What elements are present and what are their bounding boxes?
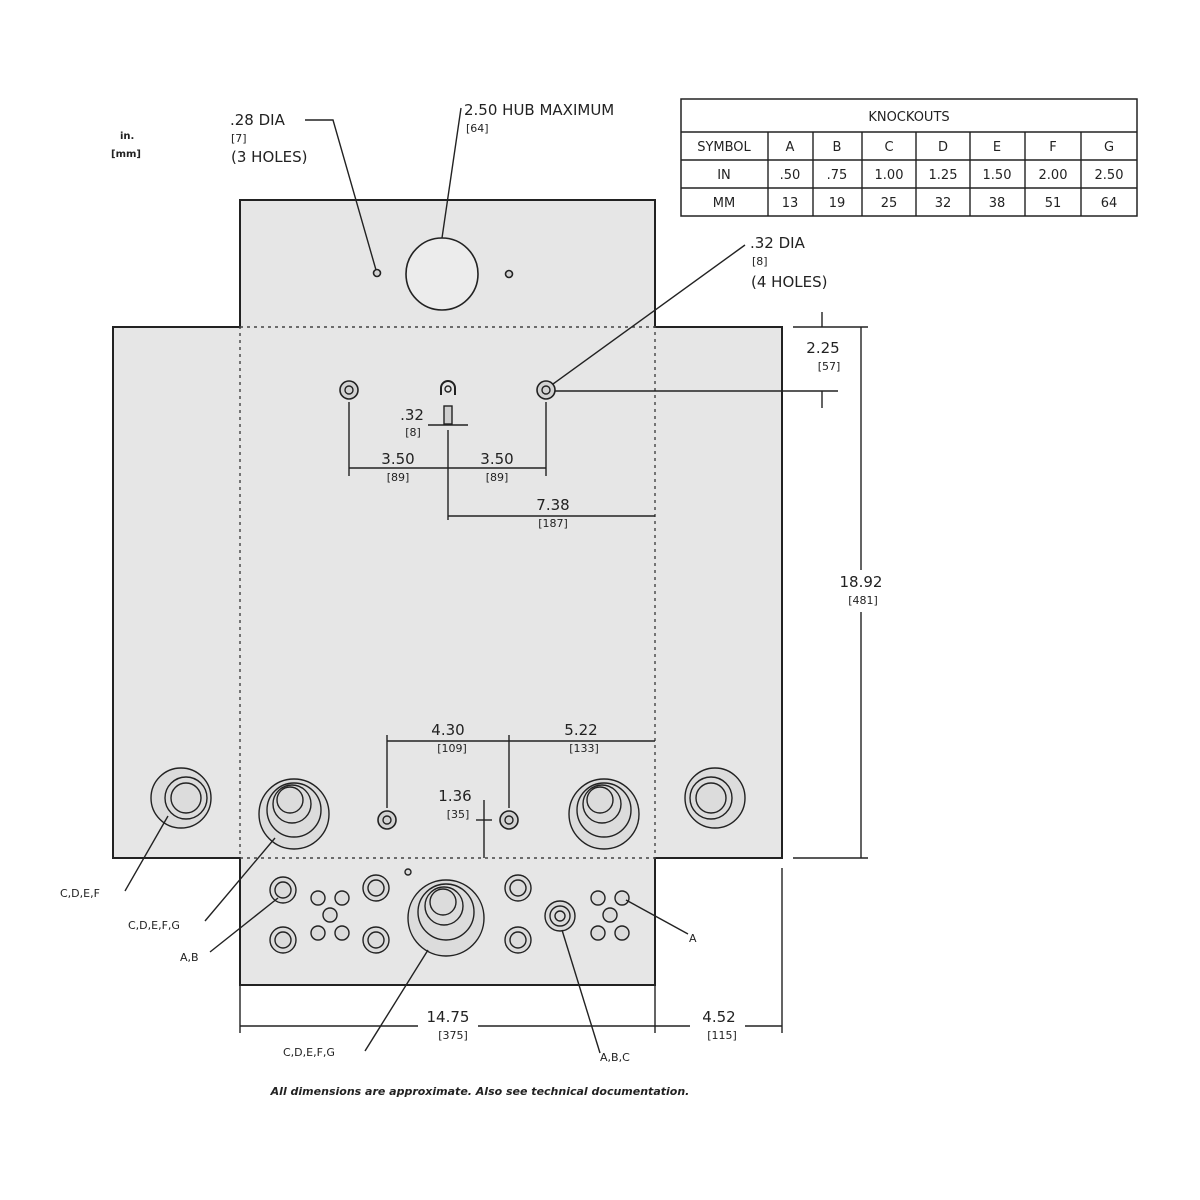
knockout-side-left (150, 767, 212, 829)
svg-text:[133]: [133] (569, 742, 599, 755)
callout-dia-28-qty: (3 HOLES) (231, 148, 307, 166)
knockouts-table: KNOCKOUTS SYMBOL IN MM A B C D E F G .50… (680, 98, 1138, 217)
svg-text:3.50: 3.50 (480, 450, 513, 468)
table-mm-value: 64 (1101, 196, 1118, 211)
table-in-value: 2.00 (1039, 168, 1068, 183)
svg-text:4.52: 4.52 (702, 1008, 735, 1026)
table-in-value: .50 (780, 168, 801, 183)
svg-text:5.22: 5.22 (564, 721, 597, 739)
table-symbol: D (938, 140, 948, 155)
knockouts-table-mm-label: MM (713, 196, 735, 211)
svg-text:18.92: 18.92 (840, 573, 883, 591)
label-back-left-knockouts: C,D,E,F,G (128, 919, 180, 932)
svg-text:4.30: 4.30 (431, 721, 464, 739)
table-mm-value: 25 (881, 196, 898, 211)
mounting-hole-top-left (372, 268, 382, 278)
dim-bottom-up: 1.36 [35] (438, 787, 471, 821)
table-symbol: B (833, 140, 842, 155)
callout-dia-32-mm: [8] (752, 255, 768, 268)
knockout-bottom-center (407, 879, 485, 957)
dim-width: 14.75 [375] (427, 1008, 470, 1042)
table-symbol: E (993, 140, 1001, 155)
svg-text:[481]: [481] (848, 594, 878, 607)
table-symbol: A (786, 140, 795, 155)
mounting-hole-bottom-left (377, 810, 397, 830)
svg-text:[115]: [115] (707, 1029, 737, 1042)
svg-text:[89]: [89] (387, 471, 410, 484)
svg-text:7.38: 7.38 (536, 496, 569, 514)
svg-text:.32: .32 (400, 406, 424, 424)
label-side-left-knockouts: C,D,E,F (60, 887, 100, 900)
svg-text:[57]: [57] (818, 360, 841, 373)
svg-text:1.36: 1.36 (438, 787, 471, 805)
units-mm-label: [mm] (111, 149, 141, 160)
knockouts-table-title: KNOCKOUTS (868, 110, 949, 125)
table-mm-value: 13 (782, 196, 799, 211)
knockout-bottom-abc (544, 900, 576, 932)
callout-dia-28: .28 DIA (230, 111, 286, 129)
svg-text:[35]: [35] (447, 808, 470, 821)
knockout-bottom-small-group (269, 868, 630, 954)
table-symbol: F (1049, 140, 1056, 155)
svg-text:[89]: [89] (486, 471, 509, 484)
callout-dia-28-mm: [7] (231, 132, 247, 145)
mounting-hole-top-right (504, 269, 514, 279)
svg-text:2.25: 2.25 (806, 339, 839, 357)
enclosure-panel (112, 199, 783, 986)
knockouts-table-in-label: IN (717, 168, 731, 183)
table-in-value: 2.50 (1095, 168, 1124, 183)
mounting-hole-left (339, 380, 359, 400)
dim-to-edge: 7.38 [187] (536, 496, 569, 530)
dim-bottom-right: 5.22 [133] (564, 721, 599, 755)
label-center-knockout: C,D,E,F,G (283, 1046, 335, 1059)
mounting-hole-right (536, 380, 556, 400)
svg-text:3.50: 3.50 (381, 450, 414, 468)
svg-text:14.75: 14.75 (427, 1008, 470, 1026)
callout-dia-32: .32 DIA (750, 234, 806, 252)
table-mm-value: 19 (829, 196, 846, 211)
table-mm-value: 51 (1045, 196, 1062, 211)
table-in-value: 1.25 (929, 168, 958, 183)
units-inch-label: in. (120, 131, 134, 142)
svg-text:[109]: [109] (437, 742, 467, 755)
table-symbol: C (884, 140, 893, 155)
knockout-back-left (258, 778, 330, 850)
table-in-value: 1.50 (983, 168, 1012, 183)
svg-text:[8]: [8] (405, 426, 421, 439)
knockout-side-right (684, 767, 746, 829)
dim-keyhole-slot: .32 [8] (400, 406, 468, 439)
table-mm-value: 32 (935, 196, 952, 211)
callout-hub: 2.50 HUB MAXIMUM (464, 101, 614, 119)
callout-dia-32-qty: (4 HOLES) (751, 273, 827, 291)
table-symbol: G (1104, 140, 1114, 155)
table-in-value: .75 (827, 168, 848, 183)
dim-depth: 4.52 [115] (702, 1008, 737, 1042)
dim-top-offset: 2.25 [57] (806, 339, 840, 373)
mounting-hole-bottom-right (499, 810, 519, 830)
dim-bottom-left: 4.30 [109] (431, 721, 467, 755)
footnote: All dimensions are approximate. Also see… (270, 1085, 690, 1098)
dim-right-spacing: 3.50 [89] (480, 450, 513, 484)
label-knockout-abc: A,B,C (600, 1051, 630, 1064)
svg-text:[187]: [187] (538, 517, 568, 530)
table-in-value: 1.00 (875, 168, 904, 183)
knockout-back-right (568, 778, 640, 850)
label-small-knockouts-a: A (689, 932, 697, 945)
table-mm-value: 38 (989, 196, 1006, 211)
hub-opening (405, 237, 479, 311)
label-small-knockouts-ab: A,B (180, 951, 199, 964)
dim-left-spacing: 3.50 [89] (381, 450, 414, 484)
callout-hub-mm: [64] (466, 122, 489, 135)
svg-text:[375]: [375] (438, 1029, 468, 1042)
keyhole-slot (440, 380, 456, 425)
knockouts-table-symbol-label: SYMBOL (697, 140, 751, 155)
dim-height: 18.92 [481] (840, 573, 883, 607)
